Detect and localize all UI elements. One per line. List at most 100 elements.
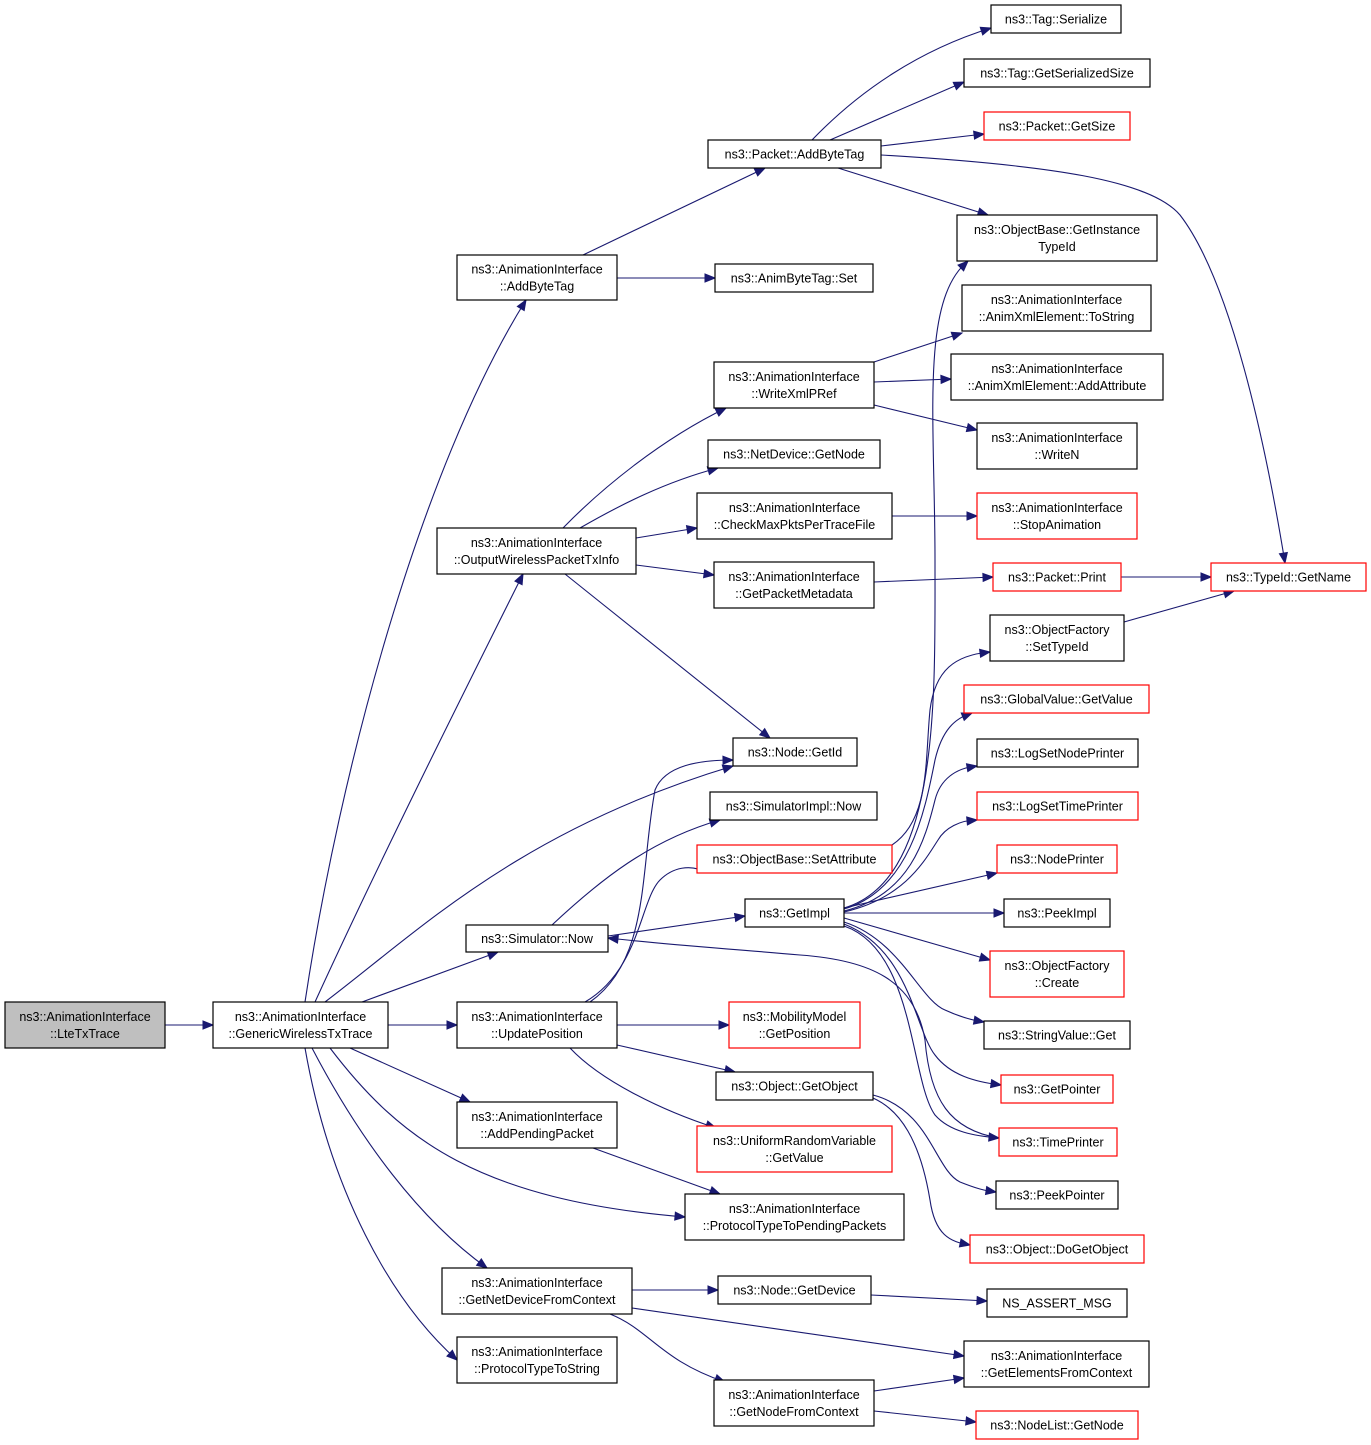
node-node-getdevice[interactable]: ns3::Node::GetDevice (717, 1275, 872, 1305)
edge-arrowhead (758, 727, 772, 739)
node-ns-assert-msg[interactable]: NS_ASSERT_MSG (986, 1288, 1128, 1318)
node-addbytetag-ai[interactable]: ns3::AnimationInterface::AddByteTag (456, 254, 618, 301)
node-packet-getsize[interactable]: ns3::Packet::GetSize (983, 111, 1131, 141)
node-stopanim[interactable]: ns3::AnimationInterface::StopAnimation (976, 492, 1138, 540)
edge-arrowhead (753, 167, 767, 177)
edge-line (872, 1094, 997, 1193)
node-peekpointer[interactable]: ns3::PeekPointer (995, 1180, 1119, 1210)
node-object-dogetobject[interactable]: ns3::Object::DoGetObject (969, 1234, 1145, 1264)
node-label-line: ::AddByteTag (500, 280, 574, 294)
edge-packet_addbytetag-to-objbase_getinst (837, 167, 990, 217)
node-packet-addbytetag[interactable]: ns3::Packet::AddByteTag (707, 139, 882, 169)
node-packet-print[interactable]: ns3::Packet::Print (992, 562, 1122, 592)
edge-line (304, 1047, 458, 1361)
edge-arrowhead (458, 1093, 472, 1103)
node-label-line: ns3::LogSetNodePrinter (991, 747, 1124, 761)
edge-arrowhead (714, 407, 728, 417)
node-uniform-getvalue[interactable]: ns3::UniformRandomVariable::GetValue (696, 1125, 893, 1173)
node-objbase-setattr[interactable]: ns3::ObjectBase::SetAttribute (696, 844, 893, 874)
node-tag-serialize[interactable]: ns3::Tag::Serialize (990, 4, 1122, 34)
node-mobility-getpos[interactable]: ns3::MobilityModel::GetPosition (728, 1001, 861, 1049)
node-box (996, 844, 1118, 874)
node-label-line: ::GetValue (765, 1151, 823, 1165)
node-logsettimeprinter[interactable]: ns3::LogSetTimePrinter (976, 791, 1139, 821)
edge-arrowhead (733, 912, 747, 923)
edge-updatepos-to-object_getobject (616, 1044, 737, 1075)
node-animxml-tostring[interactable]: ns3::AnimationInterface::AnimXmlElement:… (961, 284, 1152, 332)
edge-line (873, 576, 994, 583)
node-timeprinter[interactable]: ns3::TimePrinter (998, 1127, 1118, 1157)
node-logsetnodeprinter[interactable]: ns3::LogSetNodePrinter (976, 738, 1139, 768)
edge-line (891, 651, 991, 846)
node-label-line: ::ProtocolTypeToPendingPackets (703, 1219, 886, 1233)
edge-line (843, 917, 991, 961)
node-stringvalue-get[interactable]: ns3::StringValue::Get (983, 1020, 1131, 1050)
edge-getimpl-to-nodeprinter (843, 870, 999, 909)
edge-arrowhead (978, 952, 992, 962)
edge-packet_print-to-typeid_getname (1121, 572, 1213, 582)
node-checkmax[interactable]: ns3::AnimationInterface::CheckMaxPktsPer… (696, 492, 893, 540)
node-globalvalue-getvalue[interactable]: ns3::GlobalValue::GetValue (963, 684, 1150, 714)
edge-line (843, 872, 998, 909)
edge-line (880, 133, 985, 147)
edge-line (843, 921, 985, 1023)
node-label-line: ::GetNodeFromContext (729, 1405, 859, 1419)
node-box (983, 1020, 1131, 1050)
node-label-line: ns3::AnimationInterface (471, 536, 602, 550)
node-nodeprinter[interactable]: ns3::NodePrinter (996, 844, 1118, 874)
node-getimpl[interactable]: ns3::GetImpl (744, 898, 845, 928)
node-getelemfromctx[interactable]: ns3::AnimationInterface::GetElementsFrom… (963, 1340, 1150, 1388)
node-addpending[interactable]: ns3::AnimationInterface::AddPendingPacke… (456, 1101, 618, 1149)
edge-line (873, 332, 963, 363)
node-tag-getsersize[interactable]: ns3::Tag::GetSerializedSize (963, 58, 1151, 88)
node-updatepos[interactable]: ns3::AnimationInterface::UpdatePosition (456, 1001, 618, 1049)
edge-packet_addbytetag-to-tag_serialize (811, 26, 993, 141)
node-getpointer[interactable]: ns3::GetPointer (1000, 1074, 1114, 1104)
node-peekimpl[interactable]: ns3::PeekImpl (1003, 898, 1111, 928)
edge-arrowhead (960, 712, 974, 722)
node-box (992, 562, 1122, 592)
node-label-line: ns3::AnimationInterface (991, 501, 1122, 515)
node-object-getobject[interactable]: ns3::Object::GetObject (715, 1071, 874, 1101)
node-box (963, 58, 1151, 88)
edge-addbytetag_ai-to-animbytetag_set (617, 273, 717, 283)
node-box (975, 1410, 1139, 1440)
node-outputwireless[interactable]: ns3::AnimationInterface::OutputWirelessP… (436, 527, 637, 575)
node-prototopending[interactable]: ns3::AnimationInterface::ProtocolTypeToP… (684, 1193, 905, 1241)
edge-arrowhead (972, 1015, 986, 1025)
node-label-line: ns3::AnimationInterface (235, 1010, 366, 1024)
node-simnow[interactable]: ns3::Simulator::Now (465, 924, 609, 953)
node-box (728, 1001, 861, 1049)
node-animbytetag-set[interactable]: ns3::AnimByteTag::Set (714, 263, 874, 293)
node-node-getid[interactable]: ns3::Node::GetId (732, 737, 858, 767)
edge-line (564, 573, 771, 739)
edge-getimpl-to-objbase_getinst (843, 260, 969, 909)
node-box (4, 1001, 166, 1049)
node-ltetx[interactable]: ns3::AnimationInterface::LteTxTrace (4, 1001, 166, 1049)
node-getpktmeta[interactable]: ns3::AnimationInterface::GetPacketMetada… (713, 561, 875, 609)
node-objfactory-create[interactable]: ns3::ObjectFactory::Create (989, 950, 1125, 998)
node-animxml-addattr[interactable]: ns3::AnimationInterface::AnimXmlElement:… (950, 353, 1164, 401)
edge-line (1123, 590, 1235, 623)
edge-writexmlpref-to-writen (873, 404, 979, 433)
node-writen[interactable]: ns3::AnimationInterface::WriteN (976, 422, 1138, 470)
node-label-line: ::ProtocolTypeToString (474, 1362, 600, 1376)
node-netdev-getnode[interactable]: ns3::NetDevice::GetNode (707, 439, 881, 469)
node-simimpl-now[interactable]: ns3::SimulatorImpl::Now (709, 791, 878, 821)
node-writexmlpref[interactable]: ns3::AnimationInterface::WriteXmlPRef (713, 361, 875, 409)
edge-line (843, 765, 978, 912)
node-getnetdev[interactable]: ns3::AnimationInterface::GetNetDeviceFro… (441, 1267, 633, 1315)
edge-arrowhead (989, 1078, 1003, 1089)
node-nodelist-getnode[interactable]: ns3::NodeList::GetNode (975, 1410, 1139, 1440)
edge-line (811, 27, 992, 141)
edge-arrowhead (979, 26, 993, 36)
node-box (684, 1193, 905, 1241)
node-objfactory-settypeid[interactable]: ns3::ObjectFactory::SetTypeId (989, 614, 1125, 662)
node-prototostring[interactable]: ns3::AnimationInterface::ProtocolTypeToS… (456, 1336, 618, 1384)
node-label-line: NS_ASSERT_MSG (1002, 1297, 1112, 1311)
node-generic[interactable]: ns3::AnimationInterface::GenericWireless… (212, 1001, 389, 1049)
node-getnodefromctx[interactable]: ns3::AnimationInterface::GetNodeFromCont… (713, 1379, 875, 1427)
node-box (441, 1267, 633, 1315)
node-typeid-getname[interactable]: ns3::TypeId::GetName (1210, 562, 1367, 592)
